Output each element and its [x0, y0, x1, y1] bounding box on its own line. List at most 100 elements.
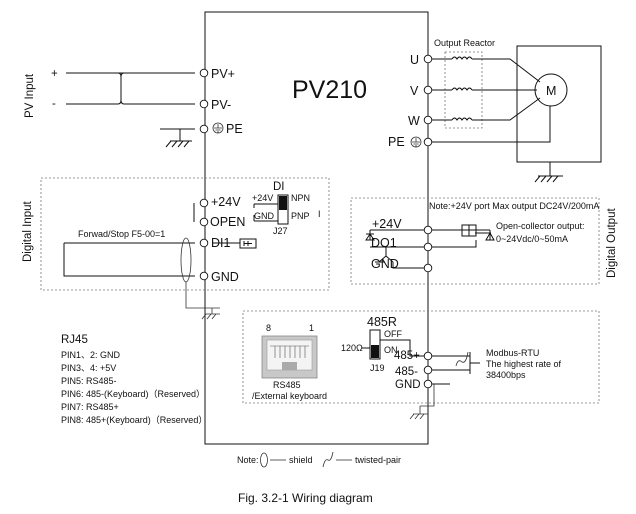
- u-label: U: [410, 53, 419, 67]
- rj45-pin: PIN8: 485+(Keyboard)（Reserved）: [61, 415, 207, 425]
- rs485-jumper-id: J19: [370, 363, 385, 373]
- drive-model: PV210: [292, 76, 367, 104]
- pv-plus-label: PV+: [211, 67, 235, 81]
- rs485-box: [242, 310, 600, 404]
- di-jumper-id: J27: [273, 226, 288, 236]
- rj45-title: RJ45: [61, 334, 88, 346]
- output-wires: [432, 58, 551, 143]
- rj45-pin: PIN6: 485-(Keyboard)（Reserved）: [61, 389, 205, 399]
- legend-note: Note:: [237, 455, 259, 465]
- modbus-line2: The highest rate of: [486, 359, 562, 369]
- rs485-plus-label: 485+: [394, 350, 420, 362]
- rs485-jumper-wires: [362, 339, 424, 357]
- w-label: W: [408, 114, 420, 128]
- rs485-port-label: RS485: [273, 380, 301, 390]
- do1-terminal: [423, 242, 433, 252]
- di1-terminal: [199, 238, 209, 248]
- rs485-minus-terminal: [423, 365, 433, 375]
- pv-input-wires: [66, 72, 195, 148]
- pv-plus-terminal: [199, 68, 209, 78]
- w-terminal: [423, 115, 433, 125]
- rj45-pin-right: 1: [309, 323, 314, 333]
- reactor-coils: [451, 56, 473, 121]
- pe-output-terminal: [423, 137, 433, 147]
- rj45-pin: PIN5: RS485-: [61, 376, 117, 386]
- di-shield-ground: [185, 282, 220, 320]
- output-reactor-label: Output Reactor: [434, 38, 495, 48]
- pv-minus-label: PV-: [211, 98, 231, 112]
- twisted-pair-legend-icon: [322, 451, 334, 468]
- di-jumper-wires: [253, 203, 278, 222]
- shield-legend-icon: [260, 452, 268, 468]
- do-external-circuit: [432, 224, 495, 248]
- rs485-jumper-on: ON: [384, 345, 398, 355]
- di-jumper-cap: [279, 196, 287, 210]
- legend-twisted: twisted-pair: [355, 455, 401, 465]
- di-wires: [63, 203, 257, 277]
- di-jumper-switch[interactable]: [277, 194, 289, 225]
- rj45-port-icon: [261, 335, 318, 379]
- digital-input-label: Digital Input: [22, 200, 34, 262]
- do-note: Note:+24V port Max output DC24V/200mA: [429, 201, 599, 211]
- rs485-jumper-cap: [371, 345, 379, 358]
- pe-output-label: PE: [388, 135, 405, 149]
- rs485-resistor: 120Ω: [341, 343, 363, 353]
- rs485-plus-terminal: [423, 351, 433, 361]
- di-jumper-24v: +24V: [252, 193, 273, 203]
- rs485-gnd-label: GND: [395, 379, 421, 391]
- di-open-label: OPEN: [210, 215, 245, 229]
- digital-output-box: [350, 197, 600, 285]
- u-terminal: [423, 54, 433, 64]
- do-gnd-label: GND: [371, 257, 399, 271]
- v-label: V: [410, 84, 419, 98]
- do-24v-label: +24V: [372, 217, 402, 231]
- figure-caption: Fig. 3.2-1 Wiring diagram: [238, 491, 373, 505]
- do-oc-label: Open-collector output:: [496, 221, 585, 231]
- rs485-gnd-terminal: [423, 379, 433, 389]
- di-gnd-terminal: [199, 271, 209, 281]
- do-gnd-terminal: [423, 263, 433, 273]
- legend-shield: shield: [289, 455, 313, 465]
- rj45-pin-left: 8: [266, 323, 271, 333]
- pv-plus-sign: +: [51, 68, 58, 80]
- earth-ground-icon: [410, 136, 422, 148]
- v-terminal: [423, 85, 433, 95]
- di-shield-ellipse: [180, 237, 192, 283]
- di-24v-terminal: [199, 198, 209, 208]
- pv-minus-terminal: [199, 99, 209, 109]
- digital-input-box: [40, 177, 330, 291]
- rj45-pin: PIN3、4: +5V: [61, 363, 116, 373]
- modbus-line3: 38400bps: [486, 370, 526, 380]
- di-24v-label: +24V: [211, 195, 241, 209]
- rs485-jumper-title: 485R: [367, 315, 397, 329]
- motor-label: M: [546, 84, 556, 98]
- modbus-title: Modbus-RTU: [486, 348, 539, 358]
- digital-output-label: Digital Output: [606, 208, 618, 278]
- rs485-jumper-switch[interactable]: [369, 329, 381, 360]
- di-open-terminal: [199, 217, 209, 227]
- rs485-port-sub: /External keyboard: [252, 391, 327, 401]
- earth-ground-icon: [212, 122, 224, 134]
- rs485-jumper-off: OFF: [384, 329, 402, 339]
- di-small-mark: I: [318, 209, 321, 219]
- motor-ground-icon: [534, 162, 563, 183]
- di-jumper-pnp: PNP: [291, 211, 310, 221]
- pv-input-label: PV Input: [24, 73, 36, 118]
- pv-minus-sign: -: [52, 98, 56, 110]
- forward-stop-label: Forwad/Stop F5-00=1: [78, 229, 165, 239]
- motor-symbol: [534, 73, 568, 107]
- do-internal-circuit: [365, 229, 424, 269]
- rs485-minus-label: 485-: [395, 366, 418, 378]
- pe-input-terminal: [199, 124, 209, 134]
- rj45-pin: PIN1、2: GND: [61, 350, 121, 360]
- pe-input-label: PE: [226, 122, 243, 136]
- di-jumper-title: DI: [273, 181, 285, 193]
- motor-frame: [516, 45, 602, 163]
- do-oc-range: 0~24Vdc/0~50mA: [496, 234, 568, 244]
- do-24v-terminal: [423, 225, 433, 235]
- do1-label: DO1: [371, 236, 397, 250]
- di-jumper-npn: NPN: [291, 193, 310, 203]
- di-jumper-gnd: GND: [254, 211, 275, 221]
- rs485-wires: [409, 351, 480, 420]
